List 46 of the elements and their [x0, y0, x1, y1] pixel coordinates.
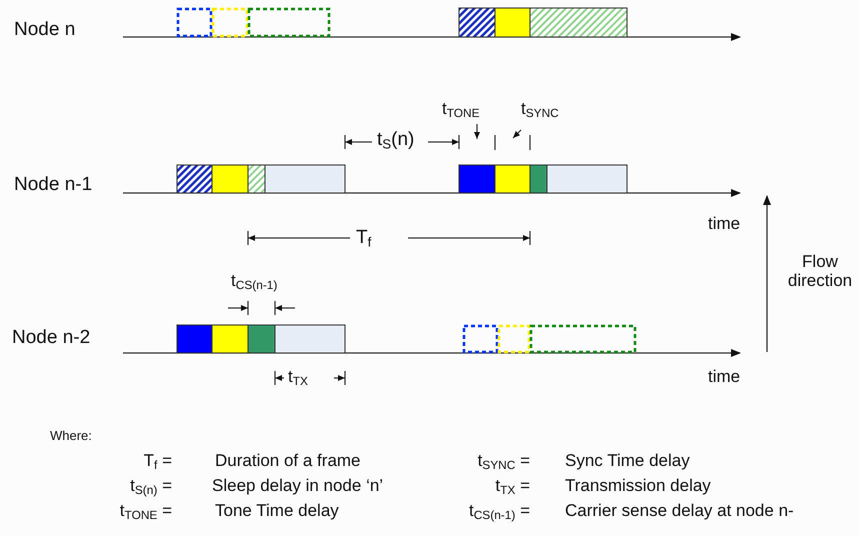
- time-slot: [458, 8, 496, 38]
- time-label: t$_{SYNC}$: [521, 100, 559, 120]
- dimension-label: T$_{f}$: [356, 228, 372, 250]
- legend-definition: Carrier sense delay at node n-: [565, 502, 794, 521]
- legend-definition: Transmission delay: [565, 477, 711, 496]
- dimension-label: t$_{TX}$: [288, 368, 308, 388]
- time-slot: [530, 8, 628, 38]
- time-slot: [264, 164, 346, 194]
- time-slot: [530, 164, 548, 194]
- axis-label: time: [708, 368, 740, 387]
- time-slot: [546, 164, 628, 194]
- note: Where:: [50, 429, 92, 444]
- time-slot: [176, 324, 212, 354]
- legend-definition: Tone Time delay: [215, 502, 339, 521]
- legend-term: t$_{SYNC}$ =: [478, 452, 530, 472]
- legend-definition: Sleep delay in node ‘n’: [212, 477, 384, 496]
- time-label: t$_{TONE}$: [442, 100, 480, 120]
- time-slot: [494, 8, 530, 38]
- legend-term: T$_{f}$ =: [144, 452, 172, 472]
- time-slot: [212, 324, 248, 354]
- legend-definition: Duration of a frame: [215, 452, 361, 471]
- time-slot: [274, 324, 346, 354]
- row-label: Node n-1: [14, 175, 92, 196]
- row-label: Node n-2: [12, 328, 90, 349]
- axis-label: Flow direction: [786, 253, 854, 290]
- row-label: Node n: [14, 20, 76, 41]
- planned-slot: [248, 8, 330, 38]
- time-slot: [212, 164, 248, 194]
- dimension-label: t$_{S}$(n): [377, 130, 414, 152]
- planned-slot: [176, 8, 212, 38]
- time-slot: [458, 164, 496, 194]
- time-slot: [176, 164, 212, 194]
- planned-slot: [530, 324, 636, 354]
- legend-definition: Sync Time delay: [565, 452, 690, 471]
- legend-term: t$_{S(n)}$ =: [130, 477, 172, 498]
- legend-term: t$_{TONE}$ =: [120, 502, 172, 522]
- time-slot: [248, 324, 276, 354]
- planned-slot: [462, 324, 498, 354]
- planned-slot: [498, 324, 530, 354]
- time-slot: [248, 164, 266, 194]
- legend-term: t$_{TX}$ =: [495, 477, 530, 498]
- dimension-label: t$_{CS(n-1)}$: [231, 272, 278, 292]
- legend-term: t$_{CS(n-1)}$ =: [468, 502, 530, 522]
- time-slot: [494, 164, 530, 194]
- axis-label: time: [708, 215, 740, 234]
- planned-slot: [212, 8, 248, 38]
